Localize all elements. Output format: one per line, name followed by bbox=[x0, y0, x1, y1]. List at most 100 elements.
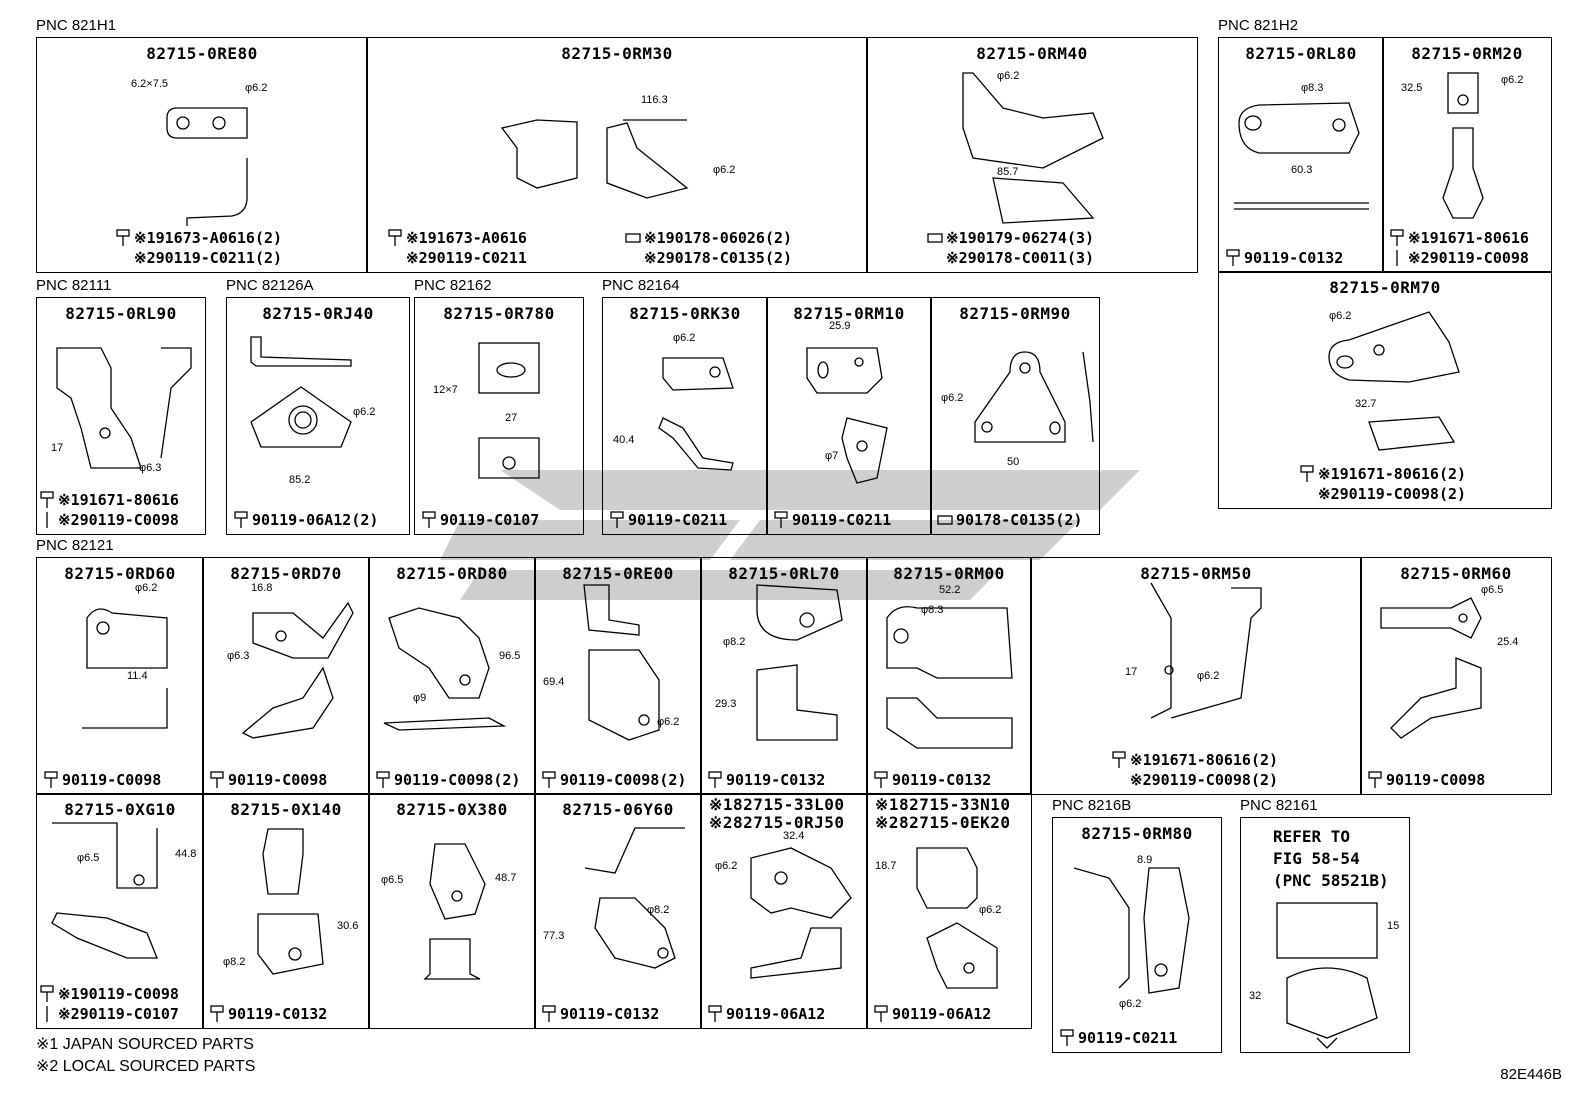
fastener-number: 90119-C0211 bbox=[628, 511, 728, 529]
fastener-list: 90178-C0135(2) bbox=[937, 510, 1082, 530]
nut-icon bbox=[927, 229, 943, 247]
part-cell-0rk30[interactable]: 82715-0RK30 φ6.2 40.4 90119-C0211 bbox=[602, 297, 768, 535]
fastener-number: ※290119-C0098 bbox=[1408, 249, 1529, 267]
dimension-label: 32 bbox=[1249, 990, 1262, 1002]
fastener-number: 90119-C0098(2) bbox=[394, 771, 521, 789]
fastener-list: ※191673-A0616(2) ※290119-C0211(2) bbox=[43, 228, 282, 268]
part-number: 82715-0RM30 bbox=[561, 44, 673, 63]
part-cell-refer[interactable]: REFER TO FIG 58-54 (PNC 58521B) 15 32 bbox=[1240, 817, 1410, 1053]
part-cell-0rm80[interactable]: 82715-0RM80 8.9 φ6.2 90119-C0211 bbox=[1052, 817, 1222, 1053]
fastener-number: 90119-06A12 bbox=[892, 1005, 992, 1023]
group-label-82161: PNC 82161 bbox=[1240, 797, 1318, 814]
bracket-drawing bbox=[1442, 72, 1484, 219]
bolt-icon bbox=[1367, 771, 1383, 789]
part-cell-0rj40[interactable]: 82715-0RJ40 φ6.2 85.2 90119-06A12(2) bbox=[226, 297, 410, 535]
bolt-icon bbox=[387, 229, 403, 247]
part-cell-06y60[interactable]: 82715-06Y60 77.3 φ8.2 90119-C0132 bbox=[534, 793, 702, 1029]
part-cell-0x140[interactable]: 82715-0X140 30.6 φ8.2 90119-C0132 bbox=[202, 793, 370, 1029]
dimension-label: 85.2 bbox=[289, 474, 311, 486]
part-cell-0x380[interactable]: 82715-0X380 φ6.5 48.7 bbox=[368, 793, 536, 1029]
dimension-label: 29.3 bbox=[715, 698, 737, 710]
bolt-icon bbox=[1389, 249, 1405, 267]
part-cell-0ek20[interactable]: ※182715-33N10※282715-0EK20 18.7 φ6.2 901… bbox=[866, 793, 1032, 1029]
fastener-list: 90119-C0107 bbox=[421, 510, 539, 530]
bracket-drawing bbox=[886, 606, 1013, 749]
part-cell-0rl80[interactable]: 82715-0RL80 φ8.3 60.3 90119-C0132 bbox=[1218, 37, 1384, 273]
part-cell-0rm70[interactable]: 82715-0RM70 φ6.2 32.7 ※191671-80616(2) ※… bbox=[1218, 271, 1552, 509]
dimension-label: φ6.2 bbox=[673, 332, 696, 344]
bracket-drawing bbox=[56, 347, 192, 469]
part-number: 82715-0RE80 bbox=[146, 44, 258, 63]
dimension-label: φ8.2 bbox=[223, 956, 246, 968]
fastener-number: ※191671-80616(2) bbox=[1318, 465, 1467, 483]
part-number: ※182715-33N10※282715-0EK20 bbox=[875, 795, 1011, 832]
dimension-label: φ6.2 bbox=[245, 82, 268, 94]
bracket-drawing bbox=[1073, 867, 1190, 994]
fastener-list: ※191671-80616(2) ※290119-C0098(2) bbox=[1111, 750, 1278, 790]
part-cell-0rd70[interactable]: 82715-0RD70 16.8 φ6.3 90119-C0098 bbox=[202, 557, 370, 795]
bolt-icon bbox=[1111, 751, 1127, 769]
part-cell-0rd60[interactable]: 82715-0RD60 φ6.2 11.4 90119-C0098 bbox=[36, 557, 204, 795]
part-number: 82715-0X140 bbox=[230, 800, 342, 819]
part-cell-0re00[interactable]: 82715-0RE00 69.4 φ6.2 90119-C0098(2) bbox=[534, 557, 702, 795]
fastener-number: ※191671-80616(2) bbox=[1130, 751, 1279, 769]
dimension-label: φ6.2 bbox=[657, 716, 680, 728]
part-cell-0r780[interactable]: 82715-0R780 12×7 27 90119-C0107 bbox=[414, 297, 584, 535]
dimension-label: φ6.2 bbox=[715, 860, 738, 872]
part-cell-0rm10[interactable]: 82715-0RM10 25.9 φ7 90119-C0211 bbox=[766, 297, 932, 535]
part-number: 82715-0RL90 bbox=[65, 304, 177, 323]
part-cell-0rm40[interactable]: 82715-0RM40 φ6.2 85.7 ※190179-06274(3) ※… bbox=[866, 37, 1198, 273]
group-label-821h2: PNC 821H2 bbox=[1218, 17, 1299, 34]
bracket-drawing bbox=[166, 107, 248, 226]
legend-local: ※2 LOCAL SOURCED PARTS bbox=[36, 1058, 256, 1075]
bracket-drawing bbox=[962, 72, 1104, 224]
part-number: 82715-0RM80 bbox=[1081, 824, 1193, 843]
dimension-label: 18.7 bbox=[875, 860, 897, 872]
fastener-list: 90119-C0211 bbox=[609, 510, 727, 530]
fastener-list: 90119-C0132 bbox=[209, 1004, 327, 1024]
part-cell-0rm30[interactable]: 82715-0RM30 116.3 φ6.2 ※191673-A0616 ※29… bbox=[366, 37, 868, 273]
part-cell-0rl90[interactable]: 82715-0RL90 17 φ6.3 ※191671-80616 ※29011… bbox=[36, 297, 206, 535]
fastener-number: ※191671-80616 bbox=[58, 491, 179, 509]
fastener-number: 90119-06A12(2) bbox=[252, 511, 379, 529]
bracket-drawing bbox=[423, 843, 486, 980]
bracket-drawing bbox=[1380, 597, 1482, 739]
dimension-label: 52.2 bbox=[939, 584, 961, 596]
part-cell-0rm20[interactable]: 82715-0RM20 32.5 φ6.2 ※191671-80616 ※290… bbox=[1382, 37, 1552, 273]
bolt-icon bbox=[39, 985, 55, 1003]
nut-icon bbox=[937, 511, 953, 529]
dimension-label: φ6.2 bbox=[353, 406, 376, 418]
legend-japan: ※1 JAPAN SOURCED PARTS bbox=[36, 1036, 254, 1053]
bolt-icon bbox=[873, 771, 889, 789]
part-number: 82715-0RD70 bbox=[230, 564, 342, 583]
fastener-number: ※290119-C0098(2) bbox=[1318, 485, 1467, 503]
part-cell-0rl70[interactable]: 82715-0RL70 φ8.2 29.3 90119-C0132 bbox=[700, 557, 868, 795]
part-cell-0re80[interactable]: 82715-0RE80 6.2×7.5 φ6.2 ※191673-A0616(2… bbox=[36, 37, 368, 273]
part-cell-0rd80[interactable]: 82715-0RD80 96.5 φ9 90119-C0098(2) bbox=[368, 557, 536, 795]
dimension-label: φ6.2 bbox=[1501, 74, 1524, 86]
fastener-list: 90119-C0211 bbox=[773, 510, 891, 530]
dimension-label: 27 bbox=[505, 412, 518, 424]
reference-note: REFER TO FIG 58-54 (PNC 58521B) bbox=[1273, 827, 1389, 890]
part-number: 82715-0RM20 bbox=[1411, 44, 1523, 63]
fastener-number: 90119-C0098 bbox=[1386, 771, 1486, 789]
part-cell-0rm50[interactable]: 82715-0RM50 17 φ6.2 ※191671-80616(2) ※29… bbox=[1030, 557, 1362, 795]
fastener-list: ※191671-80616(2) ※290119-C0098(2) bbox=[1299, 464, 1466, 504]
bracket-drawing bbox=[756, 584, 843, 741]
part-cell-0rm60[interactable]: 82715-0RM60 φ6.5 25.4 90119-C0098 bbox=[1360, 557, 1552, 795]
fastener-list: 90119-06A12 bbox=[873, 1004, 991, 1024]
fastener-list: 90119-C0098 bbox=[209, 770, 327, 790]
bracket-drawing bbox=[583, 584, 660, 741]
dimension-label: 32.4 bbox=[783, 830, 805, 842]
group-label-821h1: PNC 821H1 bbox=[36, 17, 117, 34]
part-number: 82715-0RK30 bbox=[629, 304, 741, 323]
part-cell-0rj50[interactable]: ※182715-33L00※282715-0RJ50 32.4 φ6.2 901… bbox=[700, 793, 868, 1029]
part-cell-0rm90[interactable]: 82715-0RM90 φ6.2 50 90178-C0135(2) bbox=[930, 297, 1100, 535]
dimension-label: φ8.2 bbox=[723, 636, 746, 648]
dimension-label: 15 bbox=[1387, 920, 1400, 932]
part-cell-0xg10[interactable]: 82715-0XG10 44.8 φ6.5 ※190119-C0098 ※290… bbox=[36, 793, 204, 1029]
bolt-icon bbox=[43, 771, 59, 789]
dimension-label: 11.4 bbox=[127, 670, 148, 682]
part-number: 82715-0RM10 bbox=[793, 304, 905, 323]
part-cell-0rm00[interactable]: 82715-0RM00 52.2 φ8.3 90119-C0132 bbox=[866, 557, 1032, 795]
